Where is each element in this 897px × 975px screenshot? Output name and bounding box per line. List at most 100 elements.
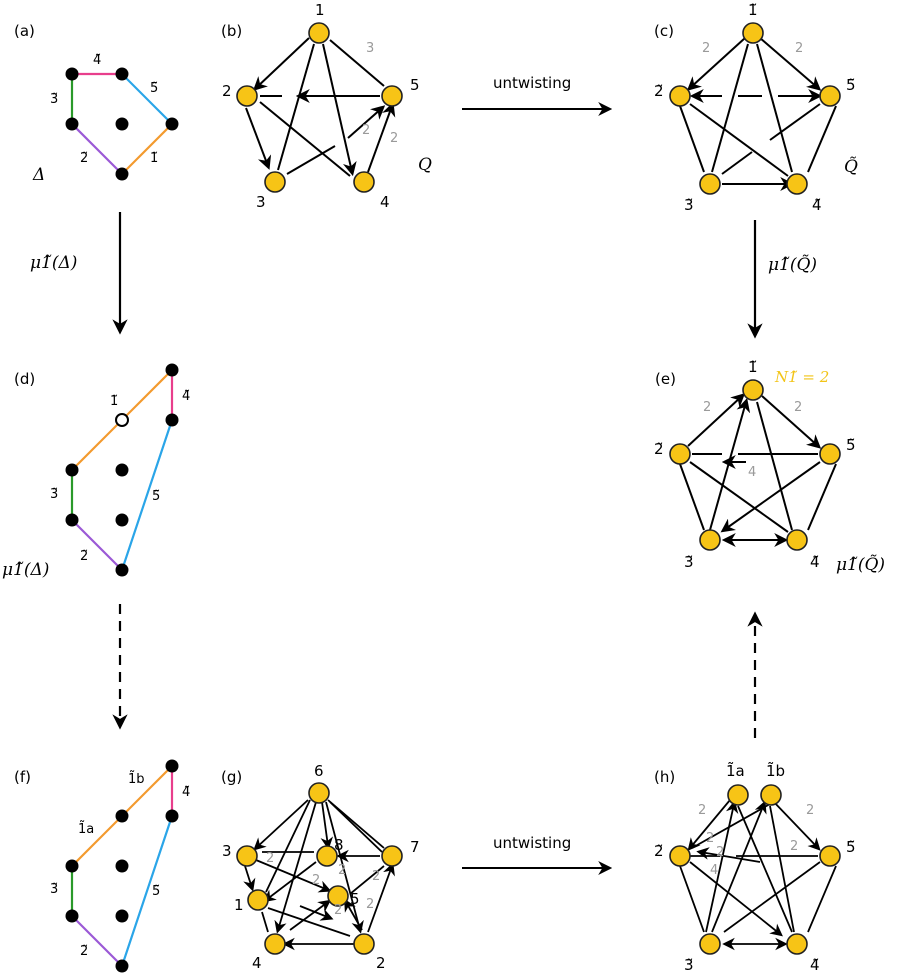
edge-label: 3̃ — [50, 92, 58, 107]
panel-label-g: (g) — [221, 768, 242, 786]
edge-label: 1̃ — [110, 394, 118, 409]
node-label: 1̃a — [726, 761, 745, 780]
N-label: N1̃ = 2 — [774, 368, 829, 386]
lattice-point — [115, 167, 129, 181]
node-label: 2̃ — [654, 842, 664, 860]
node-label: 7 — [410, 838, 420, 856]
multiplicity: 2 — [716, 845, 724, 860]
multiplicity: 2 — [366, 897, 374, 912]
multiplicity: 3 — [366, 41, 374, 56]
node-label: 3̃ — [684, 553, 694, 571]
node-label: 3̃ — [684, 956, 694, 974]
node-label: 1̃ — [748, 358, 758, 376]
panel-c: (c) 1̃ 2̃ 3̃ 4̃ 5̃ 2 2 Q̃ — [654, 1, 858, 214]
panel-label-h: (h) — [654, 768, 675, 786]
panel-label-f: (f) — [14, 768, 31, 786]
multiplicity: 2 — [703, 400, 711, 415]
node-label: 4̃ — [812, 196, 822, 214]
lattice-point — [65, 67, 79, 81]
edge-label: 2̃ — [80, 944, 88, 959]
node-label: 4 — [380, 193, 390, 211]
edge-label: 5̃ — [150, 81, 158, 96]
quiver-node — [669, 85, 691, 107]
multiplicity: 2 — [372, 869, 380, 884]
quiver-node — [742, 22, 764, 44]
quiver-node — [264, 171, 286, 193]
node-label: 1̃b — [766, 761, 785, 780]
lattice-point — [65, 117, 79, 131]
node-label: 2̃ — [654, 440, 664, 458]
edge-label: 3̃ — [50, 882, 58, 897]
quiver-node — [381, 85, 403, 107]
lattice-point — [165, 117, 179, 131]
lattice-point — [115, 117, 129, 131]
node-label: 5̃ — [846, 76, 856, 94]
edge-a-1 — [121, 123, 173, 175]
quiver-node — [308, 22, 330, 44]
panel-a: (a) 4̃ 5̃ 3̃ 2̃ 1̃ Δ — [14, 22, 179, 185]
multiplicity: 2 — [794, 400, 802, 415]
Qtilde-label: Q̃ — [844, 157, 858, 177]
edge-label: 1̃ — [150, 151, 158, 166]
mu-delta-arrow-label: μ1̃(Δ) — [30, 253, 77, 273]
multiplicity: 2 — [312, 873, 320, 888]
multiplicity: 2 — [266, 851, 274, 866]
node-label: 5 — [350, 890, 360, 908]
edge-label: 4̃ — [182, 389, 190, 404]
edge-label: 4̃ — [93, 53, 101, 68]
untwisting-label-top: untwisting — [493, 74, 571, 92]
panel-label-d: (d) — [14, 370, 35, 388]
panel-f: (f) 1̃b 4̃ 1̃a 3̃ 5̃ 2̃ — [14, 759, 190, 973]
edge-label: 2̃ — [80, 549, 88, 564]
node-label: 5̃ — [846, 436, 856, 454]
mu-delta-d-label: μ1̃(Δ) — [2, 560, 49, 580]
edge-a-5 — [121, 73, 173, 125]
multiplicity: 2 — [790, 839, 798, 854]
edge-label: 5̃ — [152, 489, 160, 504]
edge-label: 5̃ — [152, 884, 160, 899]
quiver-node — [236, 85, 258, 107]
edge-label: 1̃a — [78, 821, 94, 837]
multiplicity: 2 — [334, 903, 342, 918]
node-label: 4̃ — [810, 553, 820, 571]
edge-label: 1̃b — [128, 771, 145, 787]
mu-Qtilde-arrow-label: μ1̃(Q̃) — [768, 255, 817, 275]
node-label: 4̃ — [810, 956, 820, 974]
node-label: 3̃ — [684, 196, 694, 214]
multiplicity: 4 — [748, 465, 756, 480]
node-label: 2 — [376, 954, 386, 972]
multiplicity: 2 — [702, 41, 710, 56]
quiver-node — [353, 171, 375, 193]
node-label: 1 — [234, 896, 244, 914]
node-label: 5̃ — [846, 838, 856, 856]
panel-label-a: (a) — [14, 22, 35, 40]
node-label: 2 — [222, 82, 232, 100]
multiplicity: 2 — [706, 831, 714, 846]
Q-label: Q — [418, 155, 432, 175]
node-label: 3 — [222, 842, 232, 860]
panel-label-e: (e) — [655, 370, 676, 388]
node-label: 8 — [334, 836, 344, 854]
panel-h: (h) 1̃a 1̃b 2̃ 3̃ 4̃ 5̃ 2 — [654, 761, 856, 974]
multiplicity: 2 — [390, 131, 398, 146]
node-label: 4 — [252, 954, 262, 972]
node-label: 5 — [410, 76, 420, 94]
node-label: 3 — [256, 193, 266, 211]
multiplicity: 4 — [710, 863, 718, 878]
panel-b: (b) 1 2 3 4 5 3 2 2 Q — [221, 1, 432, 211]
node-label: 1̃ — [748, 1, 758, 19]
quiver-node — [819, 85, 841, 107]
panel-e: (e) N1̃ = 2 1̃ 2̃ 3̃ 4̃ 5̃ 2 2 4 μ1̃(Q̃) — [654, 358, 885, 575]
edge-label: 4̃ — [182, 785, 190, 800]
panel-label-b: (b) — [221, 22, 242, 40]
mu-Qtilde-e-label: μ1̃(Q̃) — [836, 555, 885, 575]
panel-label-c: (c) — [654, 22, 674, 40]
panel-g: (g) 1 — [221, 762, 420, 972]
quiver-node — [786, 173, 808, 195]
node-label: 1 — [315, 1, 325, 19]
multiplicity: 2 — [795, 41, 803, 56]
multiplicity: 2 — [698, 803, 706, 818]
edge-label: 2̃ — [80, 151, 88, 166]
